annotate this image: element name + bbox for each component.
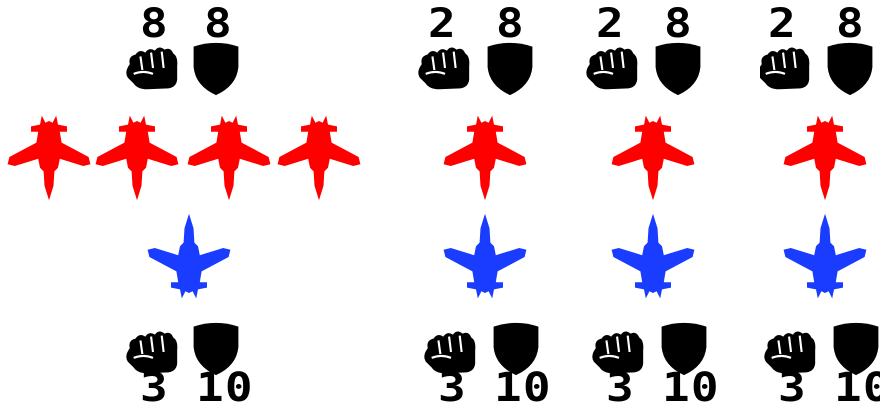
player-defense-value: 10 [662, 368, 720, 408]
player-defense-value: 10 [196, 368, 254, 408]
enemy-defense-value: 8 [496, 4, 525, 44]
player-jet-icon [608, 212, 698, 302]
enemy-jet-icon [4, 112, 94, 202]
player-jet-icon [440, 212, 530, 302]
player-jet-icon [144, 212, 234, 302]
enemy-attack-value: 2 [768, 4, 797, 44]
fist-icon [124, 44, 182, 94]
shield-icon [650, 40, 706, 98]
player-defense-value: 10 [834, 368, 880, 408]
battle-group-1: 8 8 3 10 [0, 0, 380, 411]
shield-icon [482, 40, 538, 98]
enemy-attack-value: 2 [428, 4, 457, 44]
enemy-jet-icon [608, 112, 698, 202]
player-defense-value: 10 [494, 368, 552, 408]
player-attack-value: 3 [438, 368, 467, 408]
battle-group-3: 2 8 3 10 [588, 0, 728, 411]
shield-icon [822, 40, 878, 98]
fist-icon [584, 44, 642, 94]
enemy-jet-icon [780, 112, 870, 202]
shield-icon [188, 40, 244, 98]
enemy-attack-value: 8 [140, 4, 169, 44]
fist-icon [416, 44, 474, 94]
player-attack-value: 3 [140, 368, 169, 408]
player-jet-icon [780, 212, 870, 302]
player-attack-value: 3 [778, 368, 807, 408]
player-attack-value: 3 [606, 368, 635, 408]
enemy-defense-value: 8 [664, 4, 693, 44]
fist-icon [760, 44, 814, 94]
enemy-jet-icon [184, 112, 274, 202]
enemy-jet-icon [92, 112, 182, 202]
enemy-attack-value: 2 [596, 4, 625, 44]
battle-group-2: 2 8 3 10 [420, 0, 560, 411]
enemy-jet-icon [274, 112, 364, 202]
enemy-defense-value: 8 [204, 4, 233, 44]
enemy-jet-icon [440, 112, 530, 202]
enemy-defense-value: 8 [836, 4, 865, 44]
battle-group-4: 2 8 3 10 [760, 0, 880, 411]
